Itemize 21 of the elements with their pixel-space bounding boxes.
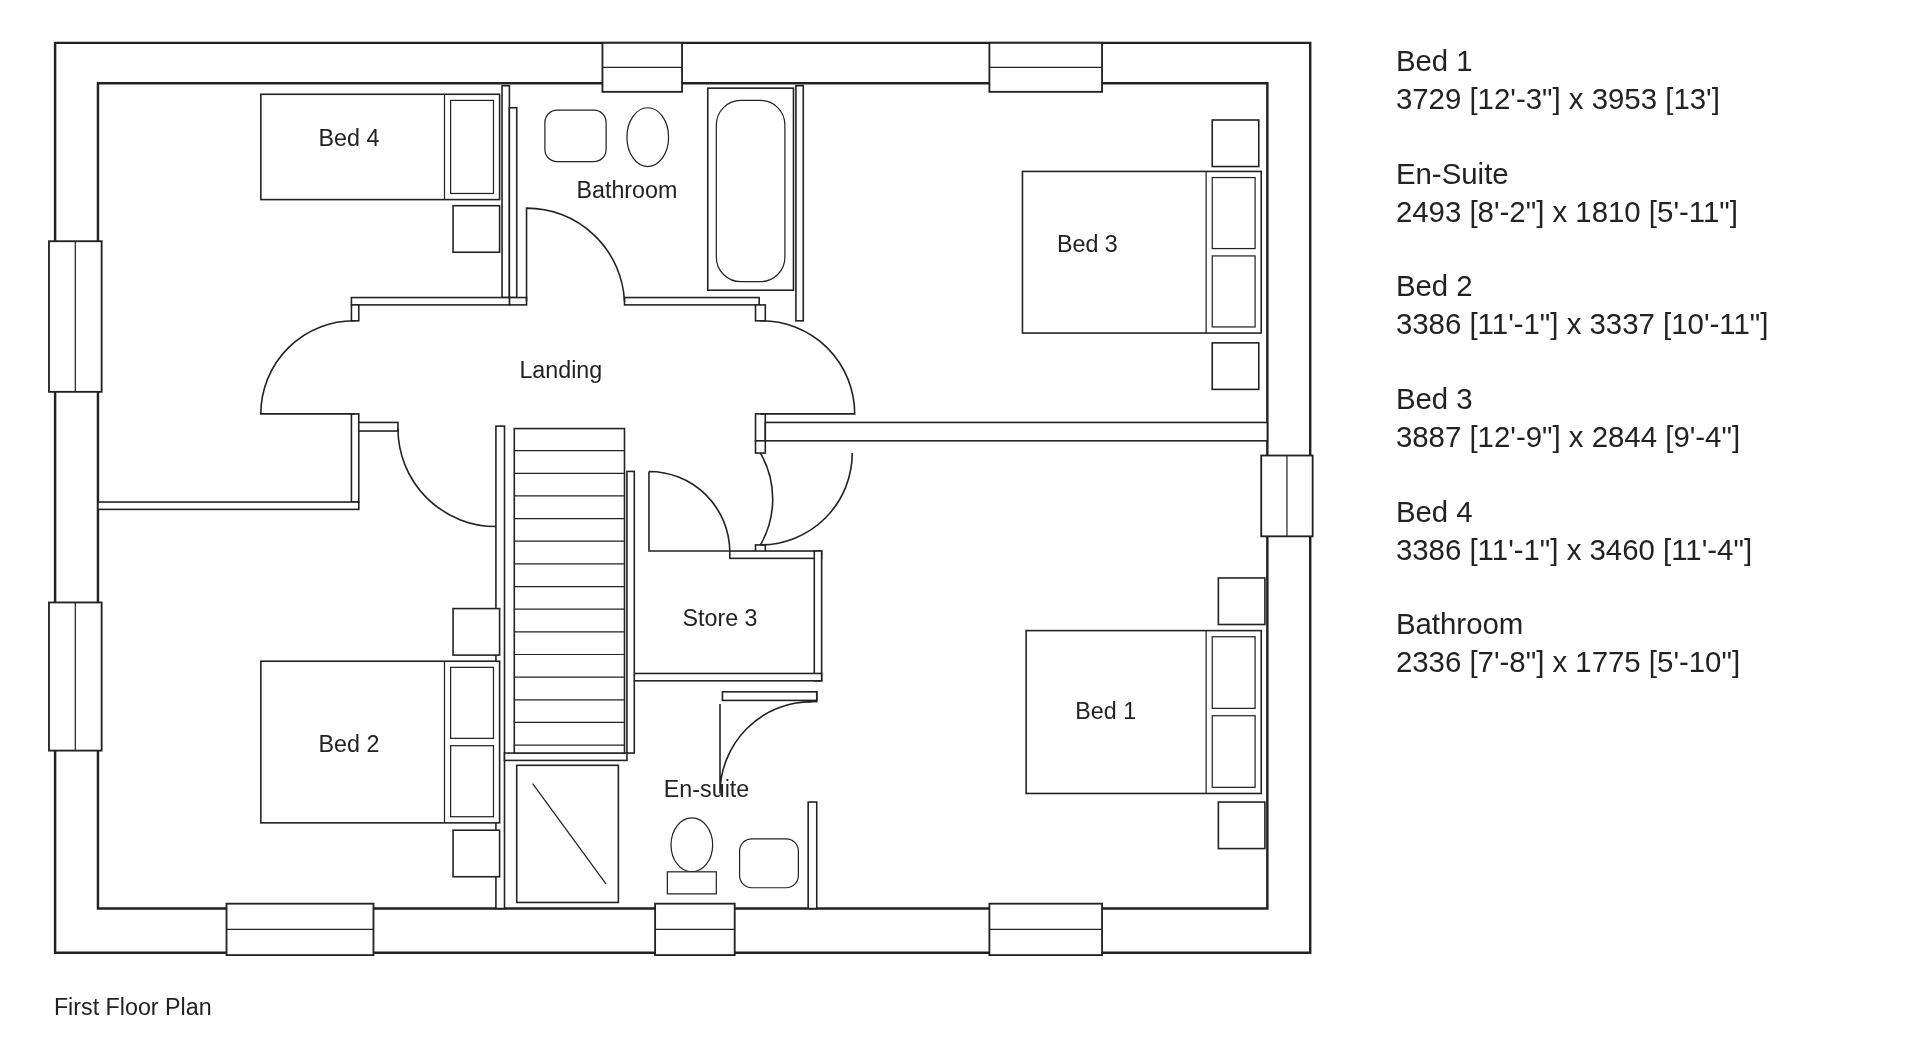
- room-label: Landing: [519, 357, 603, 385]
- room-dimensions: 3729 [12'-3"] x 3953 [13']: [1395, 82, 1720, 117]
- room-name: Bed 4: [1395, 494, 1473, 529]
- room-name: Bed 1: [1395, 44, 1473, 79]
- room-name: En-Suite: [1395, 156, 1509, 191]
- room-dimensions: 3386 [11'-1"] x 3337 [10'-11"]: [1395, 307, 1769, 342]
- room-label: Store 3: [682, 604, 758, 632]
- room-dimensions: 3386 [11'-1"] x 3460 [11'-4"]: [1395, 532, 1753, 567]
- room-label: Bathroom: [576, 177, 678, 205]
- plan-caption: First Floor Plan: [53, 994, 212, 1022]
- room-label: Bed 2: [318, 731, 380, 758]
- room-name: Bed 2: [1395, 269, 1473, 304]
- room-name: Bed 3: [1395, 382, 1473, 417]
- room-label: Bed 1: [1075, 697, 1137, 725]
- room-dimensions: 3887 [12'-9"] x 2844 [9'-4"]: [1395, 420, 1741, 455]
- room-dimensions: 2493 [8'-2"] x 1810 [5'-11"]: [1395, 194, 1738, 229]
- room-name: Bathroom: [1395, 607, 1524, 642]
- room-label: Bed 4: [318, 124, 380, 152]
- room-label: En-suite: [663, 776, 750, 804]
- room-label: Bed 3: [1056, 231, 1118, 259]
- room-dimensions: 2336 [7'-8"] x 1775 [5'-10"]: [1395, 645, 1741, 680]
